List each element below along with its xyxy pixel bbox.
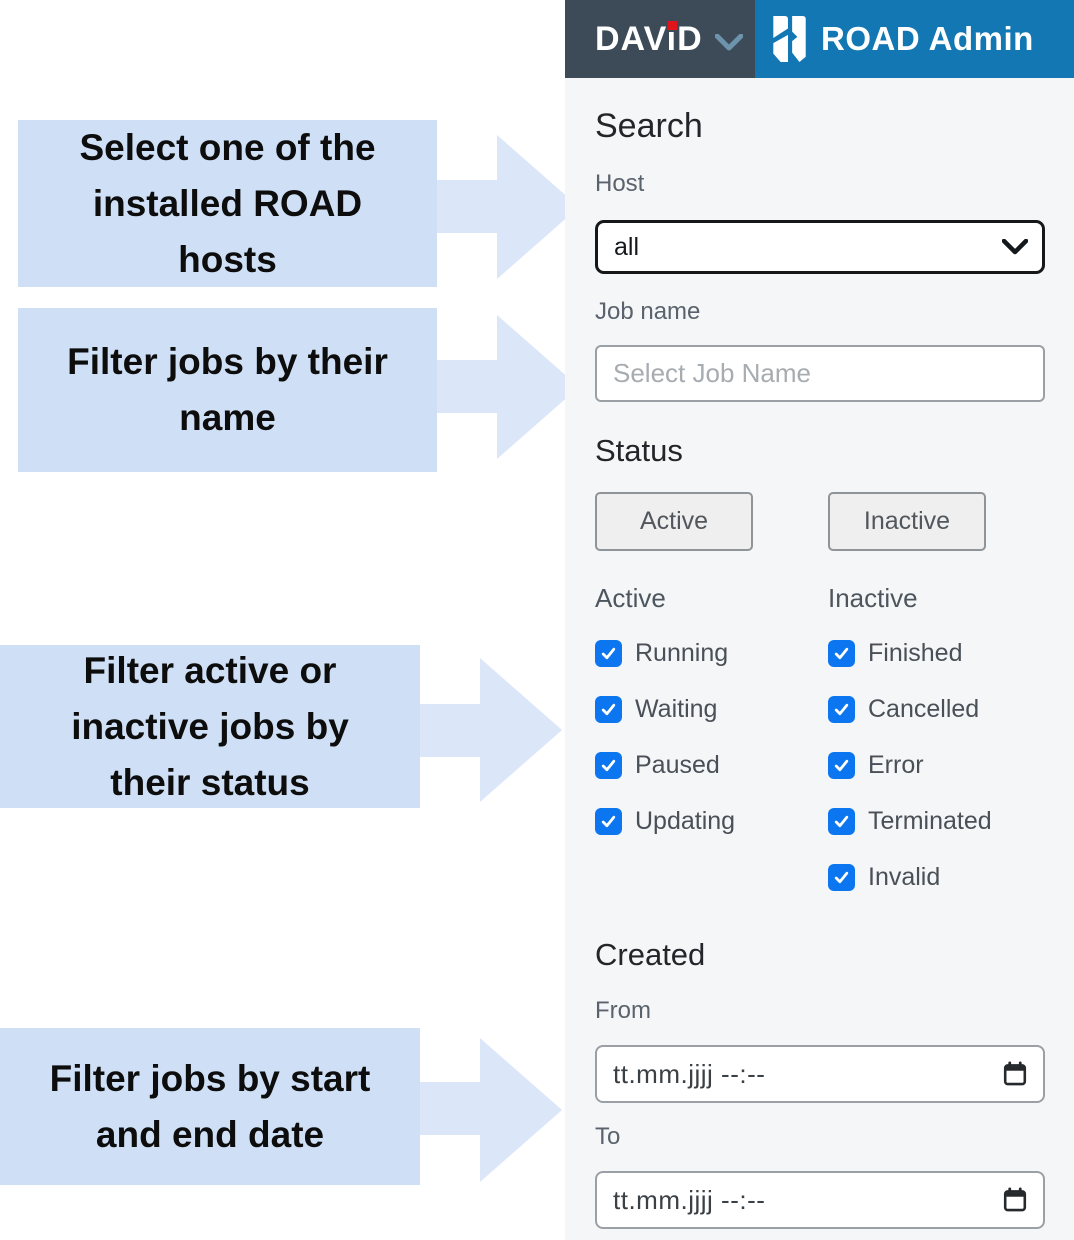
checkbox-label: Finished	[868, 639, 963, 667]
road-logo-icon	[773, 16, 806, 62]
callout-filter-dates: Filter jobs by start and end date	[0, 1028, 420, 1185]
checkbox-checked-icon[interactable]	[828, 808, 855, 835]
checkbox-label: Paused	[635, 751, 720, 779]
checkbox-paused[interactable]: Paused	[595, 751, 828, 780]
callout-arrow-head	[480, 1038, 562, 1182]
checkbox-label: Terminated	[868, 807, 992, 835]
checkbox-invalid[interactable]: Invalid	[828, 863, 1045, 892]
checkbox-updating[interactable]: Updating	[595, 807, 828, 836]
inactive-toggle-button[interactable]: Inactive	[828, 492, 986, 551]
inactive-group-label: Inactive	[828, 583, 918, 613]
checkbox-waiting[interactable]: Waiting	[595, 695, 828, 724]
checkbox-terminated[interactable]: Terminated	[828, 807, 1045, 836]
callout-arrow-stem	[420, 1082, 481, 1135]
active-group-label: Active	[595, 583, 666, 613]
callout-arrow-stem	[420, 704, 481, 757]
david-brand-label: DAViD	[595, 19, 703, 58]
active-status-group: Active Running Waiting P	[595, 584, 828, 892]
checkbox-running[interactable]: Running	[595, 639, 828, 668]
from-label: From	[595, 997, 651, 1024]
app-header: DAViD ROAD Admin	[565, 0, 1074, 78]
created-from-input[interactable]: tt.mm.jjjj --:--	[595, 1045, 1045, 1103]
road-admin-panel: DAViD ROAD Admin Search Host all	[565, 0, 1074, 1240]
calendar-icon[interactable]	[1001, 1186, 1029, 1214]
app-title-bar: ROAD Admin	[755, 0, 1074, 78]
brand-i-dot	[668, 21, 677, 30]
checkbox-label: Cancelled	[868, 695, 980, 723]
checkbox-checked-icon[interactable]	[595, 808, 622, 835]
checkbox-error[interactable]: Error	[828, 751, 1045, 780]
search-form: Search Host all Job name Status Active I…	[565, 106, 1074, 1229]
app-title: ROAD Admin	[821, 20, 1034, 57]
inactive-status-group: Inactive Finished Cancelled	[828, 584, 1045, 892]
callout-arrow-stem	[437, 180, 498, 233]
checkbox-checked-icon[interactable]	[828, 864, 855, 891]
job-name-input[interactable]	[595, 345, 1045, 402]
search-heading: Search	[595, 107, 703, 145]
david-brand-menu[interactable]: DAViD	[565, 0, 755, 78]
status-buttons-row: Active Inactive	[595, 492, 1045, 551]
checkbox-label: Updating	[635, 807, 736, 835]
checkbox-label: Error	[868, 751, 924, 779]
callout-arrow-head	[480, 658, 562, 802]
checkbox-finished[interactable]: Finished	[828, 639, 1045, 668]
checkbox-label: Waiting	[635, 695, 718, 723]
checkbox-checked-icon[interactable]	[828, 752, 855, 779]
checkbox-checked-icon[interactable]	[595, 640, 622, 667]
status-heading: Status	[595, 433, 683, 468]
callout-filter-status: Filter active or inactive jobs by their …	[0, 645, 420, 808]
checkbox-checked-icon[interactable]	[595, 752, 622, 779]
checkbox-cancelled[interactable]: Cancelled	[828, 695, 1045, 724]
checkbox-checked-icon[interactable]	[828, 640, 855, 667]
checkbox-label: Invalid	[868, 863, 941, 891]
to-label: To	[595, 1123, 621, 1150]
status-checkbox-groups: Active Running Waiting P	[595, 584, 1045, 892]
callout-arrow-stem	[437, 360, 498, 413]
created-heading: Created	[595, 937, 706, 972]
job-name-label: Job name	[595, 298, 701, 325]
datetime-format-text: tt.mm.jjjj --:--	[613, 1058, 766, 1089]
datetime-format-text: tt.mm.jjjj --:--	[613, 1184, 766, 1215]
callout-select-host: Select one of the installed ROAD hosts	[18, 120, 437, 287]
checkbox-checked-icon[interactable]	[828, 696, 855, 723]
callout-filter-name: Filter jobs by their name	[18, 308, 437, 472]
host-label: Host	[595, 170, 645, 197]
calendar-icon[interactable]	[1001, 1060, 1029, 1088]
active-toggle-button[interactable]: Active	[595, 492, 753, 551]
checkbox-label: Running	[635, 639, 729, 667]
chevron-down-icon	[714, 33, 743, 50]
host-select[interactable]: all	[595, 220, 1045, 274]
host-select-value: all	[614, 232, 640, 261]
created-to-input[interactable]: tt.mm.jjjj --:--	[595, 1171, 1045, 1229]
checkbox-checked-icon[interactable]	[595, 696, 622, 723]
select-chevron-down-icon	[1002, 239, 1028, 255]
